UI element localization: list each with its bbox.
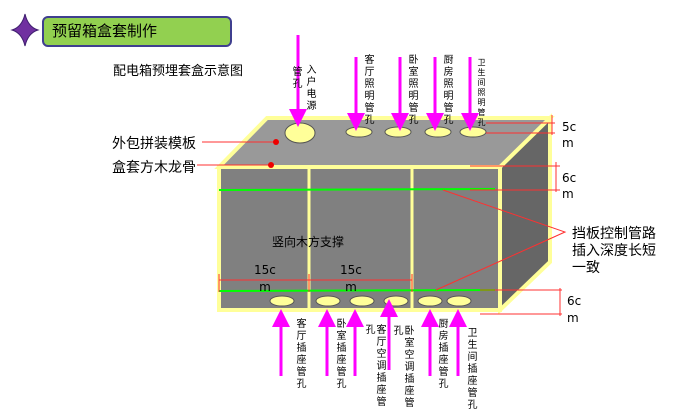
pipe-label: 厨房插座管孔: [436, 318, 447, 390]
pipe-label: 入户电源: [304, 64, 315, 112]
dim-width-1: 15c m: [254, 262, 276, 296]
diamond-icon: [10, 13, 40, 47]
pipe-label: 客厅空调插座管孔: [363, 324, 385, 408]
section-header: 预留箱盒套制作: [42, 16, 232, 47]
dim-mid: 6c m: [562, 170, 576, 202]
dim-text: m: [562, 136, 574, 150]
dim-top: 5c m: [562, 119, 576, 151]
dim-text: m: [345, 280, 357, 294]
dim-width-2: 15c m: [340, 262, 362, 296]
pipe-label: 卫生间照明管孔: [477, 58, 486, 128]
dim-text: m: [567, 311, 579, 325]
label-baffle: 挡板控制管路 插入深度长短 一致: [572, 226, 656, 277]
pipe-label: 管孔: [290, 66, 301, 90]
marker-dot: [268, 162, 274, 168]
pipe-label: 卫生间插座管孔: [465, 327, 476, 411]
pipe-label: 卧室插座管孔: [334, 318, 345, 390]
dim-text: 6c: [567, 294, 582, 308]
baffle-line: [218, 289, 496, 292]
box-front-face: [217, 165, 502, 312]
diagram-title: 配电箱预埋套盒示意图: [113, 64, 244, 79]
pipe-label: 客厅插座管孔: [294, 318, 305, 390]
top-arrows: [289, 35, 479, 131]
marker-dot: [273, 139, 279, 145]
pipe-label: 客厅照明管孔: [362, 54, 373, 126]
dim-text: 15c: [340, 263, 362, 277]
baffle-line: [218, 188, 496, 191]
dim-text: m: [259, 280, 271, 294]
label-keel: 盒套方木龙骨: [112, 160, 196, 176]
dim-text: 5c: [562, 120, 577, 134]
bottom-holes: [269, 295, 472, 307]
dim-text: m: [562, 187, 574, 201]
dim-text: 15c: [254, 263, 276, 277]
bottom-arrows: [272, 299, 467, 376]
label-line: 挡板控制管路: [572, 226, 656, 242]
label-formwork: 外包拼装模板: [112, 136, 196, 152]
leader-lines: [197, 115, 567, 316]
dim-text: 6c: [562, 171, 577, 185]
label-line: 一致: [572, 260, 600, 276]
dim-bottom: 6c m: [567, 293, 581, 327]
label-line: 插入深度长短: [572, 243, 656, 259]
pipe-label: 卧室空调插座管孔: [391, 325, 413, 409]
pipe-label: 卧室照明管孔: [406, 54, 417, 126]
label-vertical-support: 竖向木方支撑: [272, 235, 345, 249]
pipe-label: 厨房照明管孔: [441, 54, 452, 126]
